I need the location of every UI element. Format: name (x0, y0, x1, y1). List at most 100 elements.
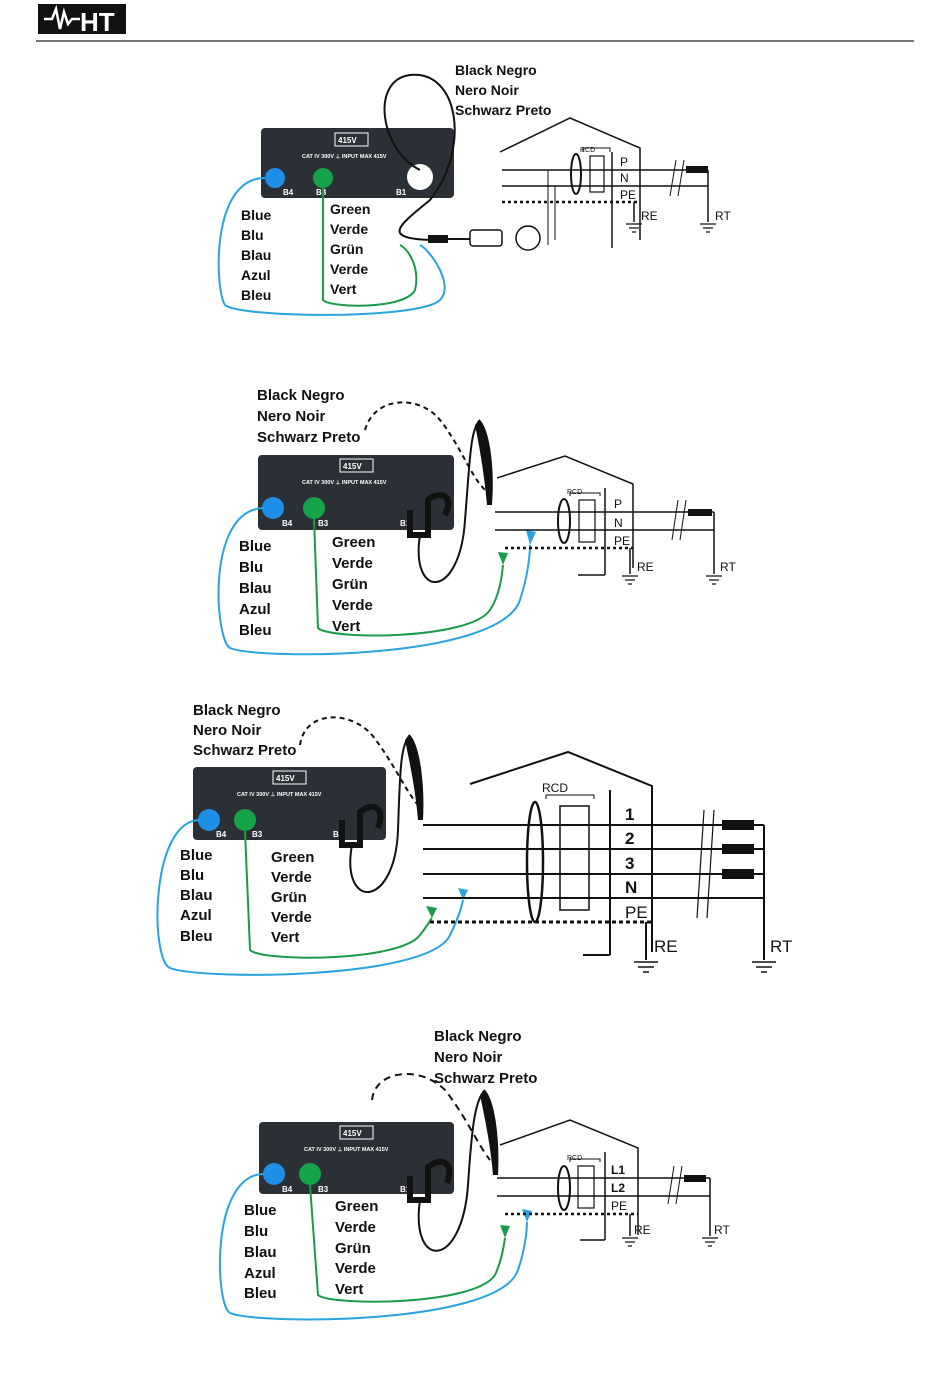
green-labels: Green Verde Grün Verde Vert (330, 201, 374, 297)
green-terminal (234, 809, 256, 831)
house-outline (499, 117, 641, 240)
blue-cable (217, 177, 446, 316)
svg-text:415V: 415V (276, 774, 295, 783)
rating-label: CAT IV 300V ⊥ INPUT MAX 415V (302, 153, 387, 160)
svg-text:B1: B1 (400, 519, 411, 528)
black-cable (417, 419, 481, 583)
black-cable (383, 73, 456, 241)
green-cable (244, 830, 433, 959)
crocodile-clip (405, 735, 424, 820)
diagram-1: 415V CAT IV 300V ⊥ INPUT MAX 415V B4 B3 … (217, 62, 731, 316)
black-cable-dashed (364, 401, 486, 491)
socket (515, 225, 541, 251)
black-labels: Black Negro Nero Noir Schwarz Preto (257, 387, 360, 446)
blue-labels: Blue Blu Blau Azul Bleu (241, 207, 275, 303)
blue-cable (217, 507, 531, 656)
rt-label: RT (715, 209, 731, 223)
svg-text:P: P (614, 497, 622, 511)
rcd-box (559, 805, 590, 911)
green-terminal (299, 1163, 321, 1185)
svg-text:RCD: RCD (567, 1155, 582, 1162)
svg-text:PE: PE (614, 534, 630, 548)
probe-handle (407, 492, 452, 538)
black-cable (349, 734, 411, 893)
svg-text:B1: B1 (333, 830, 344, 839)
green-cable (322, 188, 418, 307)
blue-labels: Blue Blu Blau Azul Bleu (239, 538, 276, 639)
svg-text:L2: L2 (611, 1181, 625, 1195)
svg-text:CAT IV 300V ⊥ INPUT MAX 415V: CAT IV 300V ⊥ INPUT MAX 415V (302, 479, 387, 486)
black-labels: Black Negro Nero Noir Schwarz Preto (193, 702, 296, 759)
svg-text:2: 2 (625, 829, 634, 848)
black-cable (417, 1089, 486, 1252)
blue-cable (156, 819, 464, 976)
ht-logo: HT (38, 4, 126, 37)
svg-text:B3: B3 (318, 519, 329, 528)
svg-text:N: N (614, 516, 623, 530)
black-cable-dashed (371, 1073, 491, 1161)
svg-text:B3: B3 (252, 830, 263, 839)
svg-text:L1: L1 (611, 1163, 625, 1177)
blue-labels: Blue Blu Blau Azul Bleu (180, 847, 217, 945)
svg-text:PE: PE (625, 903, 648, 922)
svg-text:B4: B4 (282, 1185, 293, 1194)
conductor-p: P (620, 155, 628, 169)
rcd-box (578, 499, 596, 543)
blue-terminal (263, 1163, 285, 1185)
svg-text:RT: RT (714, 1223, 730, 1237)
green-labels: Green Verde Grün Verde Vert (332, 534, 380, 635)
black-labels: Black Negro Nero Noir Schwarz Preto (434, 1028, 537, 1087)
diagram-4: 415V CAT IV 300V ⊥ INPUT MAX 415V B4 B3 … (218, 1028, 730, 1321)
blue-terminal (262, 497, 284, 519)
svg-text:RE: RE (654, 937, 678, 956)
green-terminal (303, 497, 325, 519)
warning-label: 415V (338, 136, 357, 145)
blue-terminal (265, 168, 285, 188)
svg-text:RCD: RCD (542, 781, 568, 795)
svg-text:RT: RT (770, 937, 792, 956)
svg-text:B1: B1 (400, 1185, 411, 1194)
svg-text:B3: B3 (318, 1185, 329, 1194)
green-labels: Green Verde Grün Verde Vert (271, 849, 319, 946)
house-outline (496, 455, 634, 568)
diagram-3: 415V CAT IV 300V ⊥ INPUT MAX 415V B4 B3 … (156, 702, 792, 976)
svg-text:B4: B4 (216, 830, 227, 839)
svg-text:CAT IV 300V ⊥ INPUT MAX 415V: CAT IV 300V ⊥ INPUT MAX 415V (304, 1146, 389, 1153)
terminal-b4: B4 (283, 188, 294, 197)
svg-text:RT: RT (720, 560, 736, 574)
logo-text: HT (80, 7, 115, 37)
probe-handle (339, 803, 384, 848)
diagram-2: 415V CAT IV 300V ⊥ INPUT MAX 415V B4 B3 … (217, 387, 736, 656)
house-outline (469, 750, 653, 952)
svg-text:PE: PE (611, 1199, 627, 1213)
schuko-plug (469, 229, 503, 247)
rcd-label: RCD (580, 147, 595, 154)
svg-text:RE: RE (637, 560, 654, 574)
svg-text:3: 3 (625, 854, 634, 873)
svg-text:CAT IV 300V ⊥ INPUT MAX 415V: CAT IV 300V ⊥ INPUT MAX 415V (237, 791, 322, 798)
green-terminal (313, 168, 333, 188)
rcd-box (589, 155, 605, 193)
svg-text:RE: RE (634, 1223, 651, 1237)
crocodile-clip (475, 420, 493, 505)
crocodile-clip (480, 1090, 499, 1175)
svg-text:B4: B4 (282, 519, 293, 528)
blue-terminal (198, 809, 220, 831)
svg-text:415V: 415V (343, 1129, 362, 1138)
black-terminal (407, 164, 433, 190)
green-cable (313, 518, 504, 637)
rcd-box (577, 1165, 595, 1209)
blue-cable (218, 1173, 528, 1321)
black-cable-dashed (299, 716, 419, 806)
terminal-b3: B3 (316, 188, 327, 197)
terminal-b1: B1 (396, 188, 407, 197)
conductor-pe: PE (620, 188, 636, 202)
svg-text:415V: 415V (343, 462, 362, 471)
instrument-body (261, 128, 454, 198)
probe-handle (407, 1158, 453, 1203)
svg-text:N: N (625, 878, 637, 897)
black-labels: Black Negro Nero Noir Schwarz Preto (455, 62, 551, 118)
svg-text:RCD: RCD (567, 489, 582, 496)
re-label: RE (641, 209, 658, 223)
house-outline (499, 1119, 639, 1235)
